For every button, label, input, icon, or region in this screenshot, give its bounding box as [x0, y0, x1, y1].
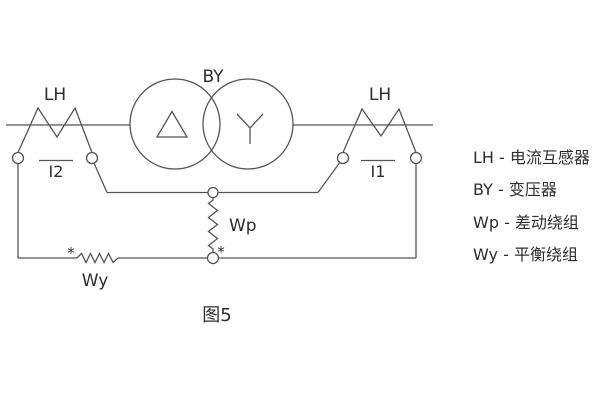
transformer-label: BY	[202, 67, 224, 87]
ct-right-label: LH	[369, 85, 391, 105]
legend-item-wp: Wp - 差动绕组	[473, 213, 579, 232]
right-secondary-diagonal-wire	[317, 162, 341, 193]
ct-left-terminal-b	[85, 151, 99, 165]
ct-left-terminal-a	[11, 151, 25, 165]
ct-left-label: LH	[44, 85, 66, 105]
legend: LH - 电流互感器 BY - 变压器 Wp - 差动绕组 Wy - 平衡绕组	[473, 148, 590, 264]
wp-top-junction	[207, 186, 219, 199]
legend-item-by: BY - 变压器	[473, 180, 557, 199]
current-right-label: I1	[371, 162, 386, 181]
wy-label: Wy	[82, 271, 109, 291]
wye-winding-icon	[236, 113, 264, 144]
wp-polarity-mark: *	[217, 243, 225, 261]
wp-resistor	[207, 197, 219, 253]
legend-item-lh: LH - 电流互感器	[473, 148, 590, 167]
legend-item-wy: Wy - 平衡绕组	[473, 245, 578, 264]
ct-right-terminal-a	[336, 151, 350, 165]
ct-right-zigzag	[342, 107, 417, 153]
delta-winding-icon	[155, 110, 189, 138]
ct-right-terminal-b	[409, 151, 423, 165]
transformer-secondary-circle	[202, 78, 294, 170]
figure-caption: 图5	[202, 305, 231, 326]
wy-polarity-mark: *	[67, 244, 75, 262]
ct-left-zigzag	[17, 106, 93, 153]
transformer-primary-circle	[129, 78, 221, 170]
left-secondary-diagonal-wire	[93, 162, 108, 193]
current-left-label: I2	[49, 162, 64, 181]
wy-resistor	[76, 252, 119, 264]
wp-bottom-junction	[206, 251, 220, 265]
wp-label: Wp	[229, 216, 257, 236]
